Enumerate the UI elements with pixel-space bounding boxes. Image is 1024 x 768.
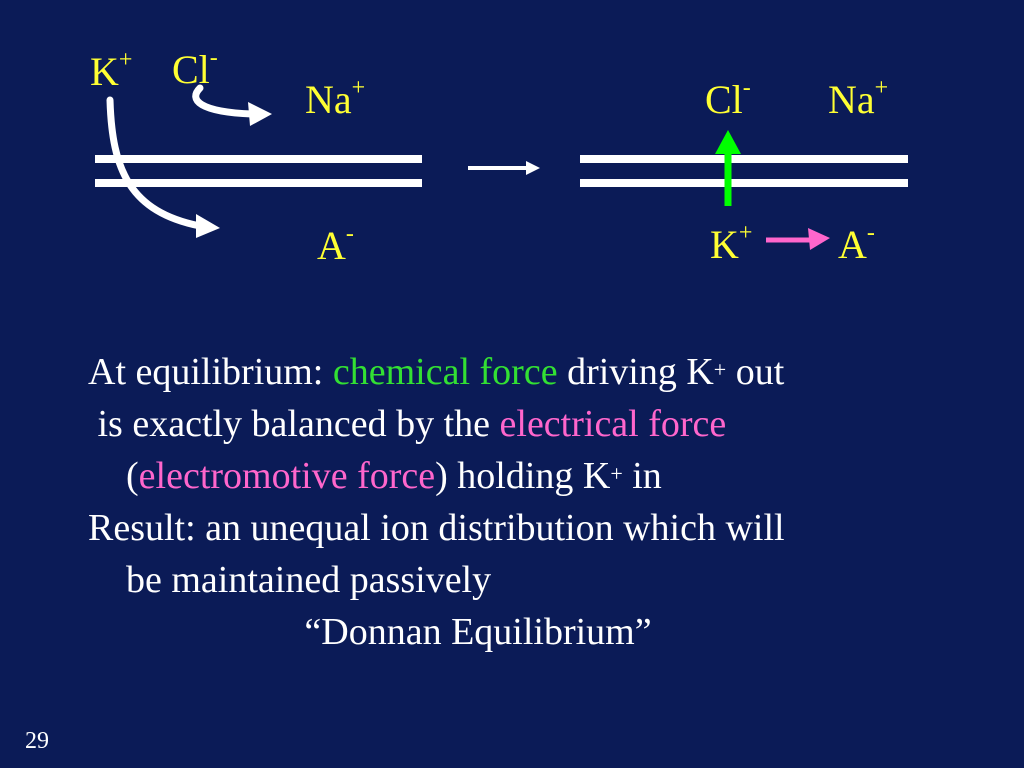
text-segment: driving K bbox=[557, 351, 714, 393]
donnan-equilibrium-caption: “Donnan Equilibrium” bbox=[304, 611, 652, 653]
text-segment: out bbox=[726, 351, 785, 393]
k-movement-arrow-icon bbox=[106, 96, 220, 238]
ion-charge: - bbox=[209, 45, 218, 71]
text-segment: in bbox=[622, 455, 662, 497]
right-membrane-top bbox=[580, 155, 908, 163]
text-line-1: At equilibrium: chemical force driving K… bbox=[88, 346, 988, 398]
slide-number: 29 bbox=[25, 728, 49, 754]
ion-symbol: K bbox=[90, 49, 119, 94]
ion-symbol: Cl bbox=[705, 77, 743, 122]
cl-movement-arrow-icon bbox=[192, 84, 272, 126]
text-line-4: Result: an unequal ion distribution whic… bbox=[88, 507, 785, 549]
right-cl-ion-label: Cl- bbox=[705, 76, 751, 122]
left-na-ion-label: Na+ bbox=[305, 76, 365, 122]
ion-symbol: Na bbox=[305, 77, 352, 122]
left-membrane-bottom bbox=[95, 179, 422, 187]
left-cl-ion-label: Cl- bbox=[172, 46, 218, 92]
ion-symbol: Na bbox=[828, 77, 875, 122]
left-k-ion-label: K+ bbox=[90, 48, 132, 94]
ion-charge: - bbox=[866, 220, 875, 246]
text-segment: ) holding K bbox=[435, 455, 611, 497]
ion-charge: + bbox=[874, 75, 889, 101]
charge-superscript: + bbox=[713, 357, 727, 382]
charge-superscript: + bbox=[610, 461, 623, 486]
ion-charge: + bbox=[351, 75, 366, 101]
electromotive-force-term: electromotive force bbox=[138, 455, 436, 497]
left-membrane-top bbox=[95, 155, 422, 163]
ion-charge: + bbox=[118, 47, 133, 73]
ion-symbol: A bbox=[317, 223, 346, 268]
left-a-ion-label: A- bbox=[317, 222, 354, 268]
right-membrane-bottom bbox=[580, 179, 908, 187]
text-segment: ( bbox=[126, 455, 139, 497]
text-line-3: (electromotive force) holding K+ in bbox=[88, 450, 988, 502]
text-segment: is exactly balanced by the bbox=[88, 403, 500, 445]
pink-right-arrow-icon bbox=[766, 228, 830, 250]
text-line-5: be maintained passively bbox=[126, 559, 492, 601]
right-na-ion-label: Na+ bbox=[828, 76, 888, 122]
text-segment: At equilibrium: bbox=[88, 351, 333, 393]
transition-arrow-icon bbox=[468, 161, 540, 175]
ion-symbol: Cl bbox=[172, 47, 210, 92]
electrical-force-term: electrical force bbox=[499, 403, 727, 445]
right-a-ion-label: A- bbox=[838, 221, 875, 267]
green-up-arrow-icon bbox=[715, 130, 741, 206]
ion-charge: - bbox=[742, 75, 751, 101]
membrane-diagram bbox=[95, 84, 908, 250]
text-line-2: is exactly balanced by the electrical fo… bbox=[88, 398, 988, 450]
ion-charge: + bbox=[738, 220, 753, 246]
ion-symbol: K bbox=[710, 222, 739, 267]
chemical-force-term: chemical force bbox=[332, 351, 558, 393]
right-k-ion-label: K+ bbox=[710, 221, 752, 267]
ion-charge: - bbox=[345, 221, 354, 247]
ion-symbol: A bbox=[838, 222, 867, 267]
explanation-text: At equilibrium: chemical force driving K… bbox=[88, 346, 988, 658]
